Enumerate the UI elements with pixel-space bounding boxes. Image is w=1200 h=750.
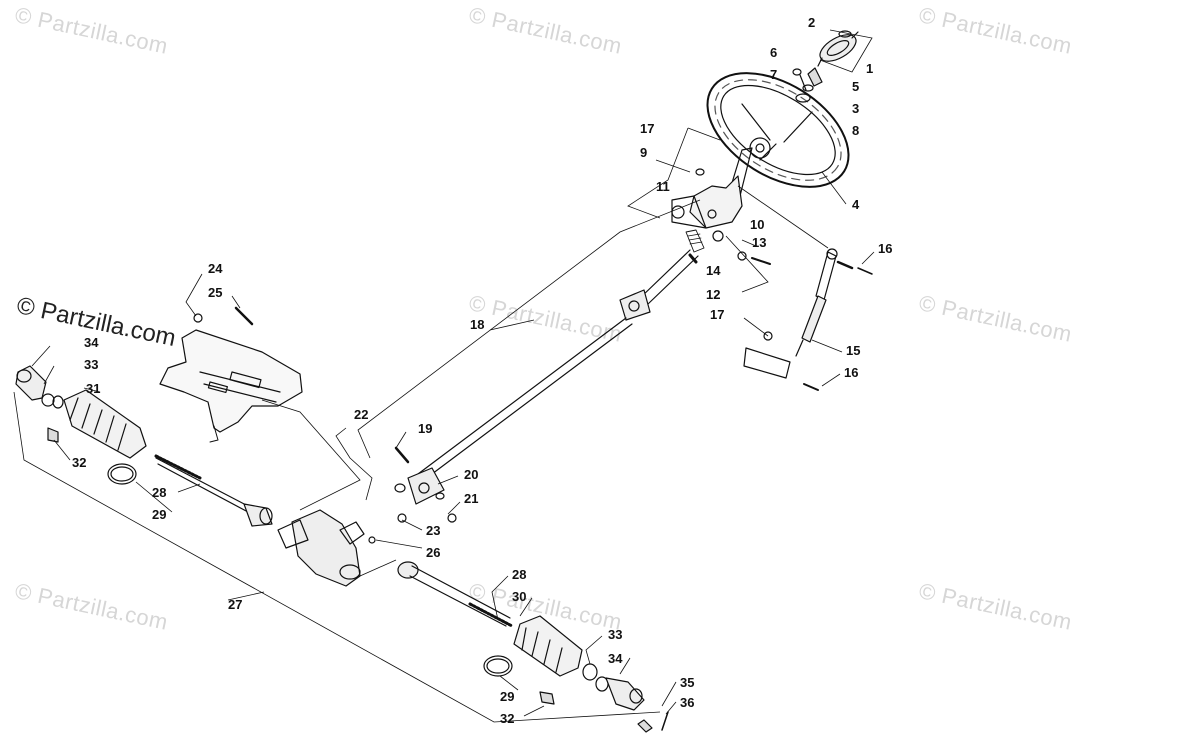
left-tie-rod-end xyxy=(15,365,47,401)
callout-2: 2 xyxy=(808,15,816,30)
callout-20: 20 xyxy=(464,467,479,482)
callout-36: 36 xyxy=(680,695,695,710)
callout-16-top: 16 xyxy=(878,241,893,256)
right-boot xyxy=(513,615,583,677)
callout-35: 35 xyxy=(680,675,695,690)
callout-34-left: 34 xyxy=(84,335,99,350)
horn-cap-assembly xyxy=(792,30,859,103)
callout-28-left: 28 xyxy=(152,485,167,500)
callout-19: 19 xyxy=(418,421,433,436)
left-tie-rod xyxy=(154,454,273,527)
callout-17-top: 17 xyxy=(640,121,655,136)
callout-3: 3 xyxy=(852,101,860,116)
callout-17-bottom: 17 xyxy=(710,307,725,322)
callout-27: 27 xyxy=(228,597,243,612)
callout-9: 9 xyxy=(640,145,648,160)
callout-10: 10 xyxy=(750,217,765,232)
callout-13: 13 xyxy=(752,235,767,250)
leader-lines xyxy=(13,29,875,723)
callout-30: 30 xyxy=(512,589,527,604)
callout-16-bottom: 16 xyxy=(844,365,859,380)
callout-23: 23 xyxy=(426,523,441,538)
callout-15: 15 xyxy=(846,343,861,358)
callout-33-left: 33 xyxy=(84,357,99,372)
callout-5: 5 xyxy=(852,79,860,94)
right-clamp-and-nut xyxy=(483,655,555,705)
callout-33-right: 33 xyxy=(608,627,623,642)
right-tie-rod xyxy=(397,561,514,628)
callout-25: 25 xyxy=(208,285,223,300)
left-clamp-and-nut xyxy=(47,427,137,485)
callout-26: 26 xyxy=(426,545,441,560)
callout-29-left: 29 xyxy=(152,507,167,522)
callout-6: 6 xyxy=(770,45,778,60)
callout-1: 1 xyxy=(866,61,874,76)
upper-steering-column xyxy=(671,147,753,253)
steering-wheel xyxy=(706,72,850,188)
callout-32-left: 32 xyxy=(72,455,87,470)
callout-31: 31 xyxy=(86,381,101,396)
intermediate-shaft xyxy=(394,249,699,523)
callout-8: 8 xyxy=(852,123,860,138)
callout-28-right: 28 xyxy=(512,567,527,582)
callout-34-right: 34 xyxy=(608,651,623,666)
callout-22: 22 xyxy=(354,407,369,422)
callout-21: 21 xyxy=(464,491,479,506)
callout-29-right: 29 xyxy=(500,689,515,704)
callout-18: 18 xyxy=(470,317,485,332)
steering-gear-housing xyxy=(277,509,376,587)
callout-11: 11 xyxy=(656,179,670,194)
callout-4: 4 xyxy=(852,197,860,212)
callout-7: 7 xyxy=(770,67,778,82)
right-tie-rod-end xyxy=(582,663,669,733)
column-bracket-hardware xyxy=(688,230,771,265)
callout-14: 14 xyxy=(706,263,721,278)
callout-24: 24 xyxy=(208,261,223,276)
callout-12: 12 xyxy=(706,287,721,302)
left-boot xyxy=(41,389,147,459)
mounting-plate xyxy=(159,306,303,443)
callout-32-right: 32 xyxy=(500,711,515,726)
steering-damper xyxy=(743,248,873,391)
